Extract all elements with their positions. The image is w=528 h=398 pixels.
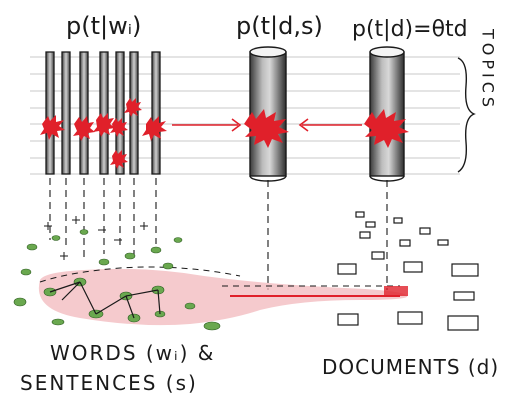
word-topic-bursts [40, 98, 167, 169]
word-ellipse-icon [98, 258, 110, 266]
document-rect-icon [337, 263, 357, 275]
word-ellipse-icon [13, 297, 27, 307]
word-ellipse-icon [51, 235, 61, 241]
document-rect-icon [437, 239, 449, 246]
document-rect-icon [393, 217, 403, 224]
red-burst-icon [93, 113, 115, 137]
document-rect-icon [399, 239, 411, 247]
word-column [99, 51, 109, 175]
word-column [45, 51, 55, 175]
document-rect-icon [419, 227, 431, 235]
document-rect-icon [447, 315, 479, 331]
red-burst-icon [73, 116, 95, 141]
arrowhead-icon [231, 118, 242, 132]
words-label-line1: WORDS (wᵢ) & [50, 341, 215, 365]
word-ellipse-icon [150, 246, 162, 254]
red-burst-icon [124, 98, 142, 117]
red-burst-icon [244, 109, 289, 148]
document-topic-label: p(t|d)=θtd [352, 17, 468, 42]
red-burst-icon [142, 116, 167, 141]
word-ellipse-icon [79, 229, 89, 235]
documents-label: DOCUMENTS (d) [322, 355, 499, 379]
document-rect-icon [359, 231, 371, 239]
document-rect-icon [337, 313, 359, 326]
sentence-topic-label: p(t|d,s) [236, 12, 323, 40]
word-column [61, 51, 71, 175]
document-rect-icon [403, 261, 423, 273]
word-topic-label: p(t|wᵢ) [66, 12, 141, 40]
word-ellipse-icon [20, 268, 32, 276]
dashed-drop-lines [49, 178, 388, 290]
document-rect-icon [397, 311, 423, 325]
topic-arrows [172, 118, 362, 132]
document-topic-column [364, 46, 409, 182]
word-ellipse-icon [26, 243, 38, 251]
red-burst-icon [110, 118, 128, 137]
arrowhead-icon [298, 118, 309, 132]
selected-document [384, 286, 408, 296]
document-markers [337, 211, 479, 331]
red-burst-icon [364, 109, 409, 148]
document-rect-icon [355, 211, 365, 218]
word-ellipse-icon [173, 237, 183, 243]
word-ellipse-icon [162, 262, 174, 270]
topics-label: TOPICS [479, 28, 498, 111]
word-links [49, 281, 161, 319]
sentence-topic-column [244, 46, 289, 182]
sentence-boundary [39, 266, 241, 283]
word-ellipse-icon [51, 318, 65, 326]
words-label-line2: SENTENCES (s) [20, 371, 198, 395]
document-rect-icon [371, 251, 385, 260]
word-topic-columns [45, 51, 161, 175]
document-rect-icon [451, 263, 479, 277]
word-column [79, 51, 89, 175]
word-ellipse-icon [124, 252, 136, 260]
topics-brace [457, 57, 476, 173]
document-rect-icon [365, 221, 376, 228]
word-ticks [44, 216, 148, 260]
red-burst-icon [40, 115, 65, 140]
word-column [151, 51, 161, 175]
red-burst-icon [110, 150, 128, 169]
word-ellipse-icon [184, 302, 196, 310]
word-ellipse-icon [203, 321, 221, 331]
document-rect-icon [453, 291, 475, 301]
